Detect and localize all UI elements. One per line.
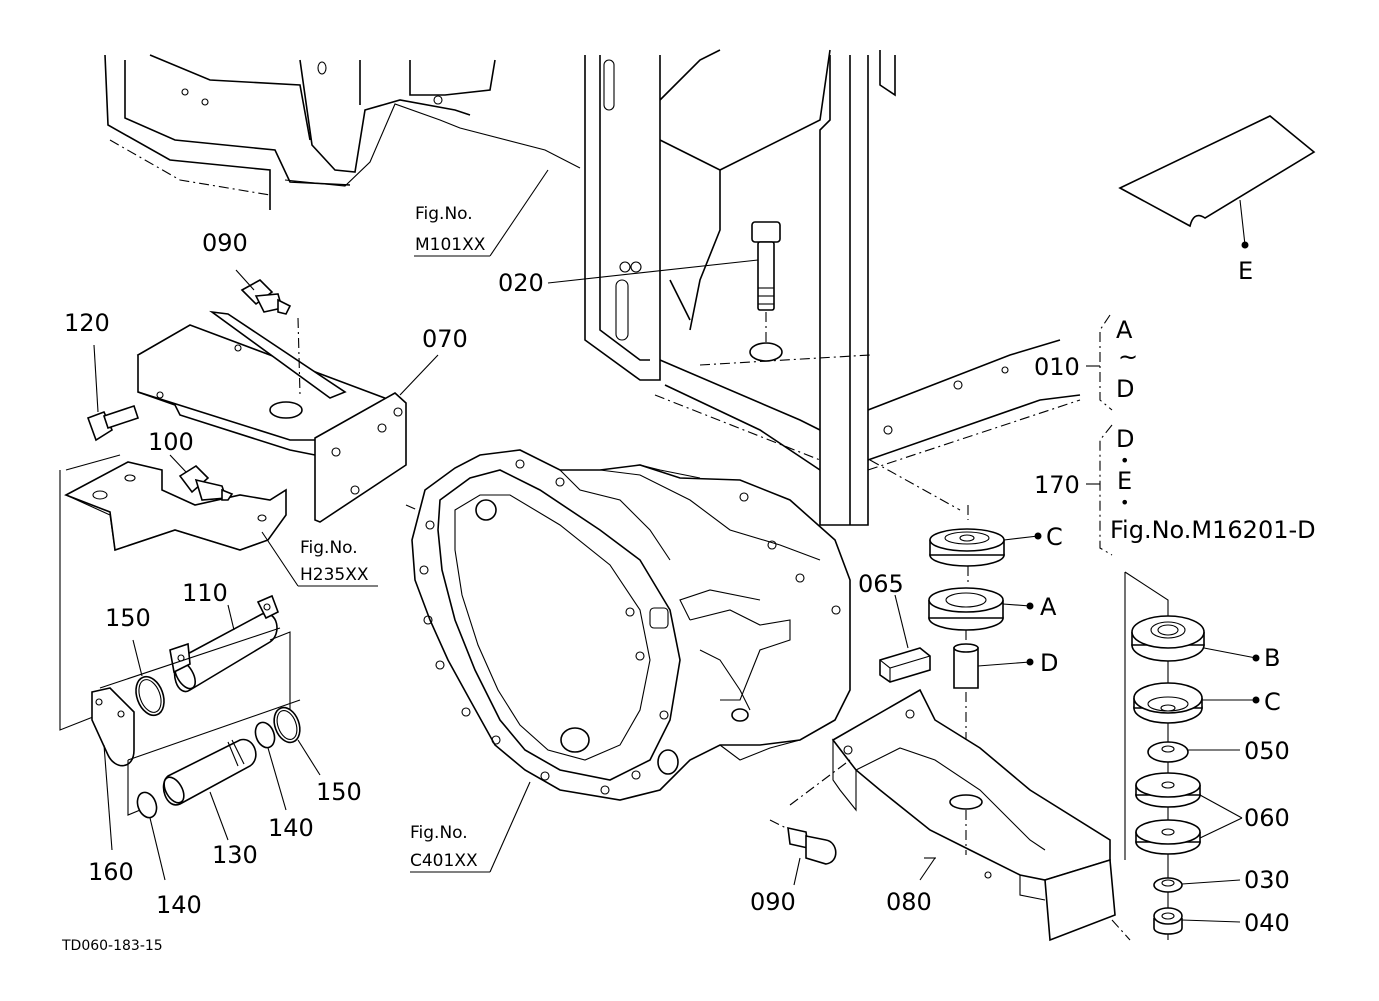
label-170: 170	[1034, 471, 1080, 499]
letter-a-mid: A	[1040, 593, 1057, 621]
leader-lines	[261, 169, 936, 873]
letter-d-170: D	[1116, 425, 1134, 453]
label-160: 160	[88, 858, 134, 886]
washer-stack-right	[1124, 571, 1260, 940]
label-070: 070	[422, 325, 468, 353]
letter-e-170: E	[1117, 467, 1132, 495]
fig-c401-label: Fig.No.	[410, 823, 468, 843]
range-brackets	[1086, 314, 1113, 556]
bolt-020	[547, 221, 783, 362]
labels: Fig.No. M101XX 020 090 120 070 100 Fig.N…	[61, 204, 1316, 954]
label-080: 080	[886, 888, 932, 916]
label-030: 030	[1244, 866, 1290, 894]
bolt-120	[86, 344, 140, 442]
letter-tilde: ~	[1118, 343, 1138, 371]
fig-m16201: Fig.No.M16201-D	[1110, 516, 1316, 544]
label-060: 060	[1244, 804, 1290, 832]
drawing-code: TD060-183-15	[61, 938, 163, 954]
ring-150-left	[132, 639, 165, 717]
letter-d-range: D	[1116, 375, 1134, 403]
bolt-090-bottom	[769, 759, 851, 886]
label-090-bottom: 090	[750, 888, 796, 916]
label-050: 050	[1244, 737, 1290, 765]
pin-110	[169, 594, 291, 720]
letter-c-right: C	[1264, 688, 1281, 716]
label-150-right: 150	[316, 778, 362, 806]
dot-2: •	[1120, 493, 1129, 512]
fig-h235-label: Fig.No.	[300, 538, 358, 558]
label-090-top: 090	[202, 229, 248, 257]
fig-c401-code: C401XX	[410, 851, 478, 871]
part-e-sheet	[1118, 115, 1316, 249]
letter-d-mid: D	[1040, 649, 1058, 677]
label-040: 040	[1244, 909, 1290, 937]
label-020: 020	[498, 269, 544, 297]
frame-upper-left	[104, 54, 581, 210]
bolt-090-top	[235, 269, 301, 396]
label-140-right: 140	[268, 814, 314, 842]
transmission-housing	[411, 449, 851, 801]
letter-a-range: A	[1116, 316, 1133, 344]
bracket-h235	[59, 454, 287, 731]
dot-1: •	[1120, 451, 1129, 470]
plate-160	[91, 627, 281, 851]
fig-h235-code: H235XX	[300, 565, 369, 585]
label-110: 110	[182, 579, 228, 607]
label-065: 065	[858, 570, 904, 598]
fig-m101-code: M101XX	[415, 235, 486, 255]
label-140-left: 140	[156, 891, 202, 919]
ring-140-left	[136, 791, 166, 881]
bolt-100	[169, 454, 234, 501]
leaders-cad	[977, 532, 1042, 667]
label-120: 120	[64, 309, 110, 337]
bracket-070	[136, 310, 441, 523]
frame-upper-right	[584, 49, 1081, 526]
block-065	[879, 594, 931, 683]
rings-140-150-right	[254, 706, 321, 811]
letter-e: E	[1238, 257, 1253, 285]
bracket-080	[831, 688, 1131, 942]
label-100: 100	[148, 428, 194, 456]
fig-m101-label: Fig.No.	[415, 204, 473, 224]
letter-c-upper: C	[1046, 523, 1063, 551]
pin-130	[127, 699, 301, 841]
label-010: 010	[1034, 353, 1080, 381]
rubber-mount-stack	[869, 459, 1005, 795]
label-130: 130	[212, 841, 258, 869]
letter-b-right: B	[1264, 644, 1280, 672]
label-150-left: 150	[105, 604, 151, 632]
